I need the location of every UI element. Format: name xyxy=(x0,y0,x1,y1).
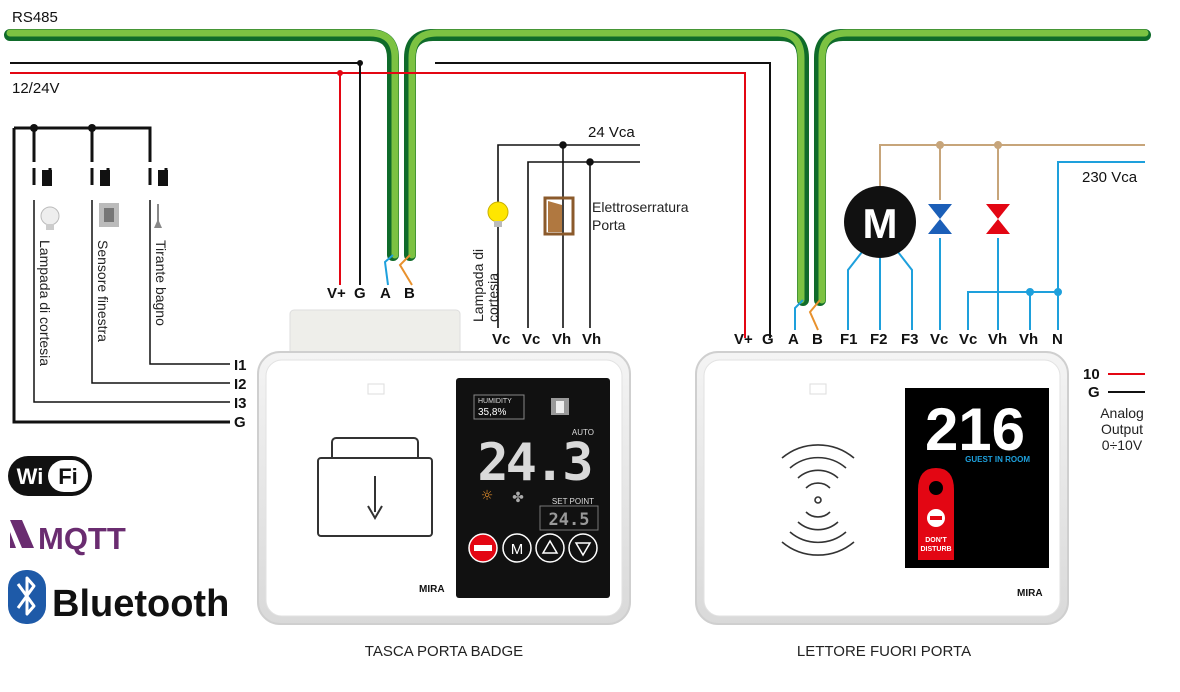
analog-terminal-10: 10 xyxy=(1083,366,1100,383)
svg-text:MQTT: MQTT xyxy=(38,521,126,556)
rs485-label: RS485 xyxy=(12,9,58,26)
hot-valve-icon xyxy=(986,204,1010,234)
svg-text:Wi: Wi xyxy=(17,464,44,489)
badge-pocket-device: HUMIDITY 35,8% AUTO 24.3 ☼ ✤ SET POINT 2… xyxy=(257,309,631,625)
wifi-logo: Wi Fi xyxy=(8,456,92,496)
room-number: 216 xyxy=(925,396,1025,463)
blue-wiring xyxy=(847,161,1145,330)
motor-letter: M xyxy=(863,200,898,247)
analog-lines xyxy=(1108,373,1145,393)
analog-label-1: Analog xyxy=(1100,405,1144,421)
terminal-g-left: G xyxy=(354,285,366,302)
terminal-v-plus-right: V+ xyxy=(734,331,753,348)
humidity-label: HUMIDITY xyxy=(478,398,512,405)
lamp-label: Lampada di cortesia xyxy=(37,240,53,366)
mode-button[interactable]: M xyxy=(502,533,532,563)
window-sensor-label: Sensore finestra xyxy=(95,240,111,342)
down-button[interactable] xyxy=(568,533,598,563)
analog-terminal-g: G xyxy=(1088,384,1100,401)
dnd-label-2: DISTURB xyxy=(920,546,951,553)
analog-label-3: 0÷10V xyxy=(1102,437,1143,453)
mode-label: AUTO xyxy=(572,428,594,437)
vca24-wiring xyxy=(497,141,640,328)
door-status-icon xyxy=(551,398,569,415)
terminal-vc-mid-2: Vc xyxy=(522,331,540,348)
terminal-b-right: B xyxy=(812,331,823,348)
rs485-cable xyxy=(4,29,1151,306)
svg-text:Fi: Fi xyxy=(58,464,78,489)
terminal-vh-right-1: Vh xyxy=(988,331,1007,348)
badge-device-title: TASCA PORTA BADGE xyxy=(365,643,523,660)
terminal-vc-right-1: Vc xyxy=(930,331,948,348)
courtesy-lamp-icon xyxy=(487,201,509,227)
bluetooth-logo: Bluetooth xyxy=(8,570,229,625)
do-not-disturb-icon: DON'T DISTURB xyxy=(918,468,954,560)
setpoint-display: 24.5 xyxy=(549,510,590,530)
temperature-display: 24.3 xyxy=(477,433,590,493)
reader-brand: MIRA xyxy=(1017,588,1043,599)
vca230-label: 230 Vca xyxy=(1082,169,1138,186)
terminal-i3: I3 xyxy=(234,395,247,412)
door-reader-device: 216 GUEST IN ROOM DON'T DISTURB MIRA xyxy=(695,351,1069,625)
window-sensor-icon xyxy=(99,203,119,227)
left-ab-tails xyxy=(383,254,413,286)
supply-lines xyxy=(10,60,771,338)
terminal-f1: F1 xyxy=(840,331,858,348)
sun-icon: ☼ xyxy=(481,488,494,504)
motor-icon: M xyxy=(844,186,916,258)
pull-cord-icon xyxy=(154,204,162,228)
terminal-vh-right-2: Vh xyxy=(1019,331,1038,348)
door-lock-label-1: Elettroserratura xyxy=(592,199,689,215)
dnd-label-1: DON'T xyxy=(925,537,947,544)
terminal-f2: F2 xyxy=(870,331,888,348)
stop-button[interactable] xyxy=(468,533,498,563)
tan-wiring xyxy=(879,141,1145,200)
right-ab-tails xyxy=(794,299,821,331)
terminal-g: G xyxy=(234,414,246,431)
vca24-label: 24 Vca xyxy=(588,124,635,141)
setpoint-label: SET POINT xyxy=(552,497,594,506)
up-button[interactable] xyxy=(535,533,565,563)
guest-status: GUEST IN ROOM xyxy=(965,455,1030,464)
terminal-a-right: A xyxy=(788,331,799,348)
door-lock-label-2: Porta xyxy=(592,217,626,233)
reader-device-title: LETTORE FUORI PORTA xyxy=(797,643,971,660)
switch-buttons xyxy=(30,124,168,186)
door-lock-icon xyxy=(543,196,575,236)
courtesy-lamp-label-1: Lampada di xyxy=(470,249,486,322)
terminal-vh-mid-1: Vh xyxy=(552,331,571,348)
terminal-v-plus-left: V+ xyxy=(327,285,346,302)
terminal-vc-right-2: Vc xyxy=(959,331,977,348)
analog-label-2: Output xyxy=(1101,421,1143,437)
bath-pull-label: Tirante bagno xyxy=(153,240,169,326)
svg-text:Bluetooth: Bluetooth xyxy=(52,583,229,625)
courtesy-lamp-label-2: cortesia xyxy=(485,273,501,322)
terminal-b-left: B xyxy=(404,285,415,302)
terminal-a-left: A xyxy=(380,285,391,302)
svg-text:M: M xyxy=(511,541,524,558)
terminal-vh-mid-2: Vh xyxy=(582,331,601,348)
fan-icon: ✤ xyxy=(512,490,524,506)
cold-valve-icon xyxy=(928,204,952,234)
humidity-value: 35,8% xyxy=(478,407,506,418)
lightbulb-icon xyxy=(40,206,60,230)
supply-label: 12/24V xyxy=(12,80,60,97)
terminal-i2: I2 xyxy=(234,376,247,393)
terminal-f3: F3 xyxy=(901,331,919,348)
terminal-n: N xyxy=(1052,331,1063,348)
card-slot-icon xyxy=(317,437,433,537)
mqtt-logo: MQTT xyxy=(10,520,126,556)
nfc-icon xyxy=(781,444,855,556)
terminal-g-right: G xyxy=(762,331,774,348)
terminal-i1: I1 xyxy=(234,357,247,374)
badge-brand: MIRA xyxy=(419,584,445,595)
input-wiring-thin xyxy=(33,200,230,403)
terminal-vc-mid-1: Vc xyxy=(492,331,510,348)
